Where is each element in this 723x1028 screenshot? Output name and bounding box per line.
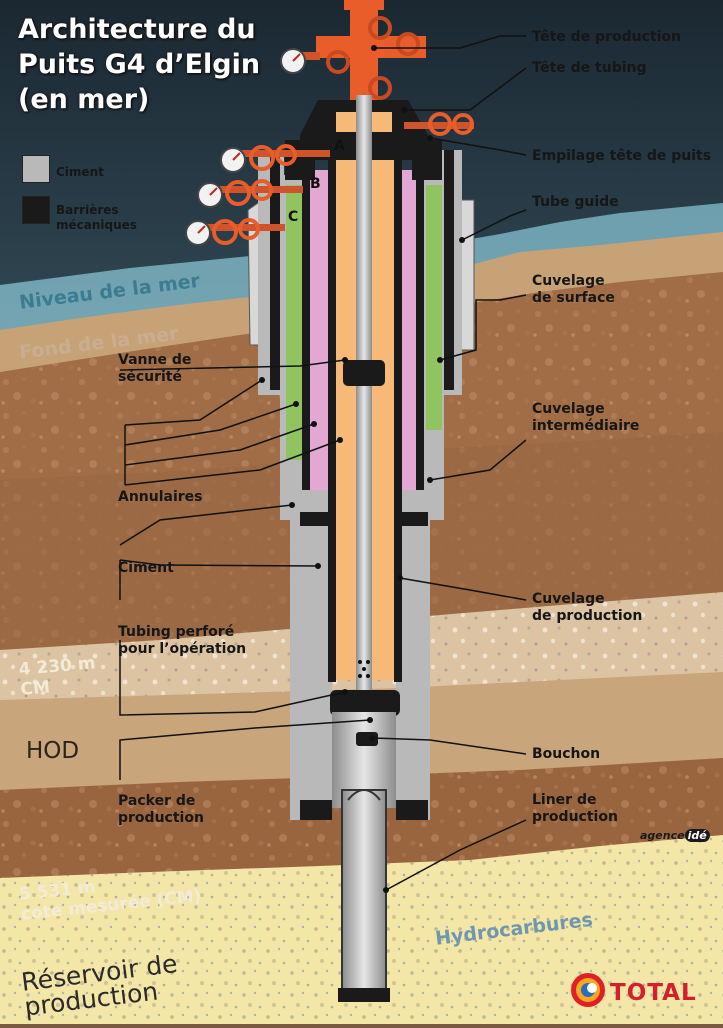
cuvelage-intermediaire-line-2: intermédiaire (532, 418, 640, 434)
casing-shoe-right (396, 512, 428, 526)
production-casing-wall-left (328, 112, 336, 682)
liner-shoe (338, 988, 390, 1002)
ciment-label: Ciment (118, 560, 174, 576)
empilage-label: Empilage tête de puits (532, 148, 712, 164)
cuvelage-surface-line-1: Cuvelage (532, 273, 605, 289)
legend-barrieres-line-2: mécaniques (56, 218, 137, 232)
packer-production-line-1: Packer de (118, 793, 196, 809)
tete-production-label: Tête de production (532, 29, 681, 45)
tubing-perfore-line-2: pour l’opération (118, 641, 247, 657)
liner-production-label: Liner de production (532, 792, 618, 826)
annulus-b-marker: B (310, 176, 321, 192)
production-casing-wall-right (394, 112, 402, 682)
hod-label: HOD (26, 738, 80, 764)
legend-barrieres-label: Barrières mécaniques (56, 203, 137, 233)
annulus-c-marker: C (288, 209, 299, 225)
cuvelage-surface-label: Cuvelage de surface (532, 273, 615, 307)
intermediate-casing-wall-right (416, 160, 424, 520)
total-wordmark: TOTAL (610, 980, 697, 1006)
cuvelage-surface-line-2: de surface (532, 290, 615, 306)
legend-barrieres-line-1: Barrières (56, 203, 119, 217)
right-annulus-valve-assembly (404, 112, 474, 136)
annulus-b-left (310, 170, 332, 520)
depth-4230-label: 4 230 m CM (18, 653, 98, 700)
production-tubing (356, 95, 372, 885)
title-line-2: Puits G4 d’Elgin (18, 49, 261, 80)
legend-ciment-label: Ciment (56, 165, 104, 179)
annulaires-label: Annulaires (118, 489, 203, 505)
total-logo-icon (571, 973, 605, 1007)
vanne-securite-line-1: Vanne de (118, 352, 192, 368)
liner-top (347, 789, 381, 801)
vanne-securite-line-2: sécurité (118, 369, 182, 385)
intermediate-casing-wall-left (302, 160, 310, 520)
tete-tubing-label: Tête de tubing (532, 60, 647, 76)
title-line-1: Architecture du (18, 14, 256, 45)
perforated-tubing (358, 660, 370, 678)
tubing-perfore-line-1: Tubing perforé (118, 624, 235, 640)
safety-valve (343, 360, 385, 386)
legend-ciment-swatch (22, 155, 50, 183)
wellhead-flange-right (412, 140, 442, 180)
annulus-c-right (426, 185, 442, 430)
legend-barrieres-swatch (22, 196, 50, 224)
production-packer (330, 690, 400, 716)
tube-guide-label: Tube guide (532, 194, 619, 210)
cuvelage-production-label: Cuvelage de production (532, 591, 642, 625)
cuvelage-intermediaire-label: Cuvelage intermédiaire (532, 401, 639, 435)
agency-prefix: agence (640, 829, 685, 842)
tubing-perfore-label: Tubing perforé pour l’opération (118, 624, 246, 658)
page-title: Architecture du Puits G4 d’Elgin (en mer… (18, 12, 260, 117)
production-liner (341, 789, 387, 1001)
casing-shoe-left (300, 512, 332, 526)
packer-production-label: Packer de production (118, 793, 204, 827)
liner-hanger-left (300, 800, 332, 820)
surface-casing-wall-right (444, 150, 454, 390)
annulus-a-marker: A (334, 138, 345, 154)
annulus-a-valve-assembly (220, 144, 330, 173)
liner-production-line-2: production (532, 809, 618, 825)
annulus-c-left (286, 185, 302, 460)
annulus-b-valve-assembly (197, 179, 303, 208)
vanne-securite-label: Vanne de sécurité (118, 352, 191, 386)
liner-production-line-1: Liner de (532, 792, 597, 808)
annulus-c-valve-assembly (185, 218, 285, 246)
cuvelage-production-line-1: Cuvelage (532, 591, 605, 607)
packer-production-line-2: production (118, 810, 204, 826)
title-line-3: (en mer) (18, 84, 150, 115)
cuvelage-intermediaire-line-1: Cuvelage (532, 401, 605, 417)
surface-casing-wall-left (270, 150, 280, 390)
agency-suffix: idé (684, 829, 710, 842)
cuvelage-production-line-2: de production (532, 608, 643, 624)
production-casing-cement-left (290, 490, 332, 820)
leader-dots (259, 45, 465, 893)
liner-hanger-right (396, 800, 428, 820)
bouchon-label: Bouchon (532, 746, 601, 762)
leader-lines (119, 35, 527, 891)
production-tree (280, 0, 426, 100)
